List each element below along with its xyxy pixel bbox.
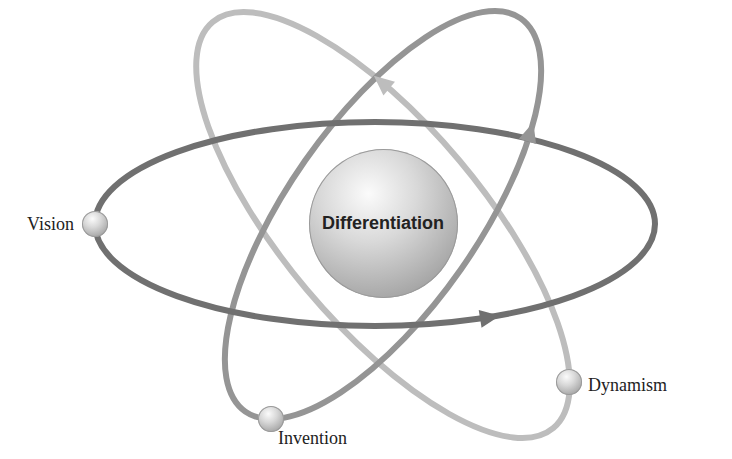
orbit-sphere: Vision xyxy=(82,211,108,237)
nucleus-sphere: Differentiation xyxy=(309,149,458,298)
nucleus-label: Differentiation xyxy=(322,213,444,234)
orbit-ring xyxy=(95,122,655,326)
orbit-arrowhead xyxy=(519,120,542,144)
orbit-label: Vision xyxy=(27,214,74,235)
orbit-ring xyxy=(168,0,599,459)
orbit-sphere: Invention xyxy=(258,406,284,432)
orbit-arrowhead xyxy=(479,307,502,328)
orbit-label: Invention xyxy=(278,428,347,449)
orbit-arrowhead xyxy=(368,69,395,96)
orbit-label: Dynamism xyxy=(588,375,667,396)
orbit-ring xyxy=(136,0,630,459)
orbit-sphere: Dynamism xyxy=(556,369,582,395)
